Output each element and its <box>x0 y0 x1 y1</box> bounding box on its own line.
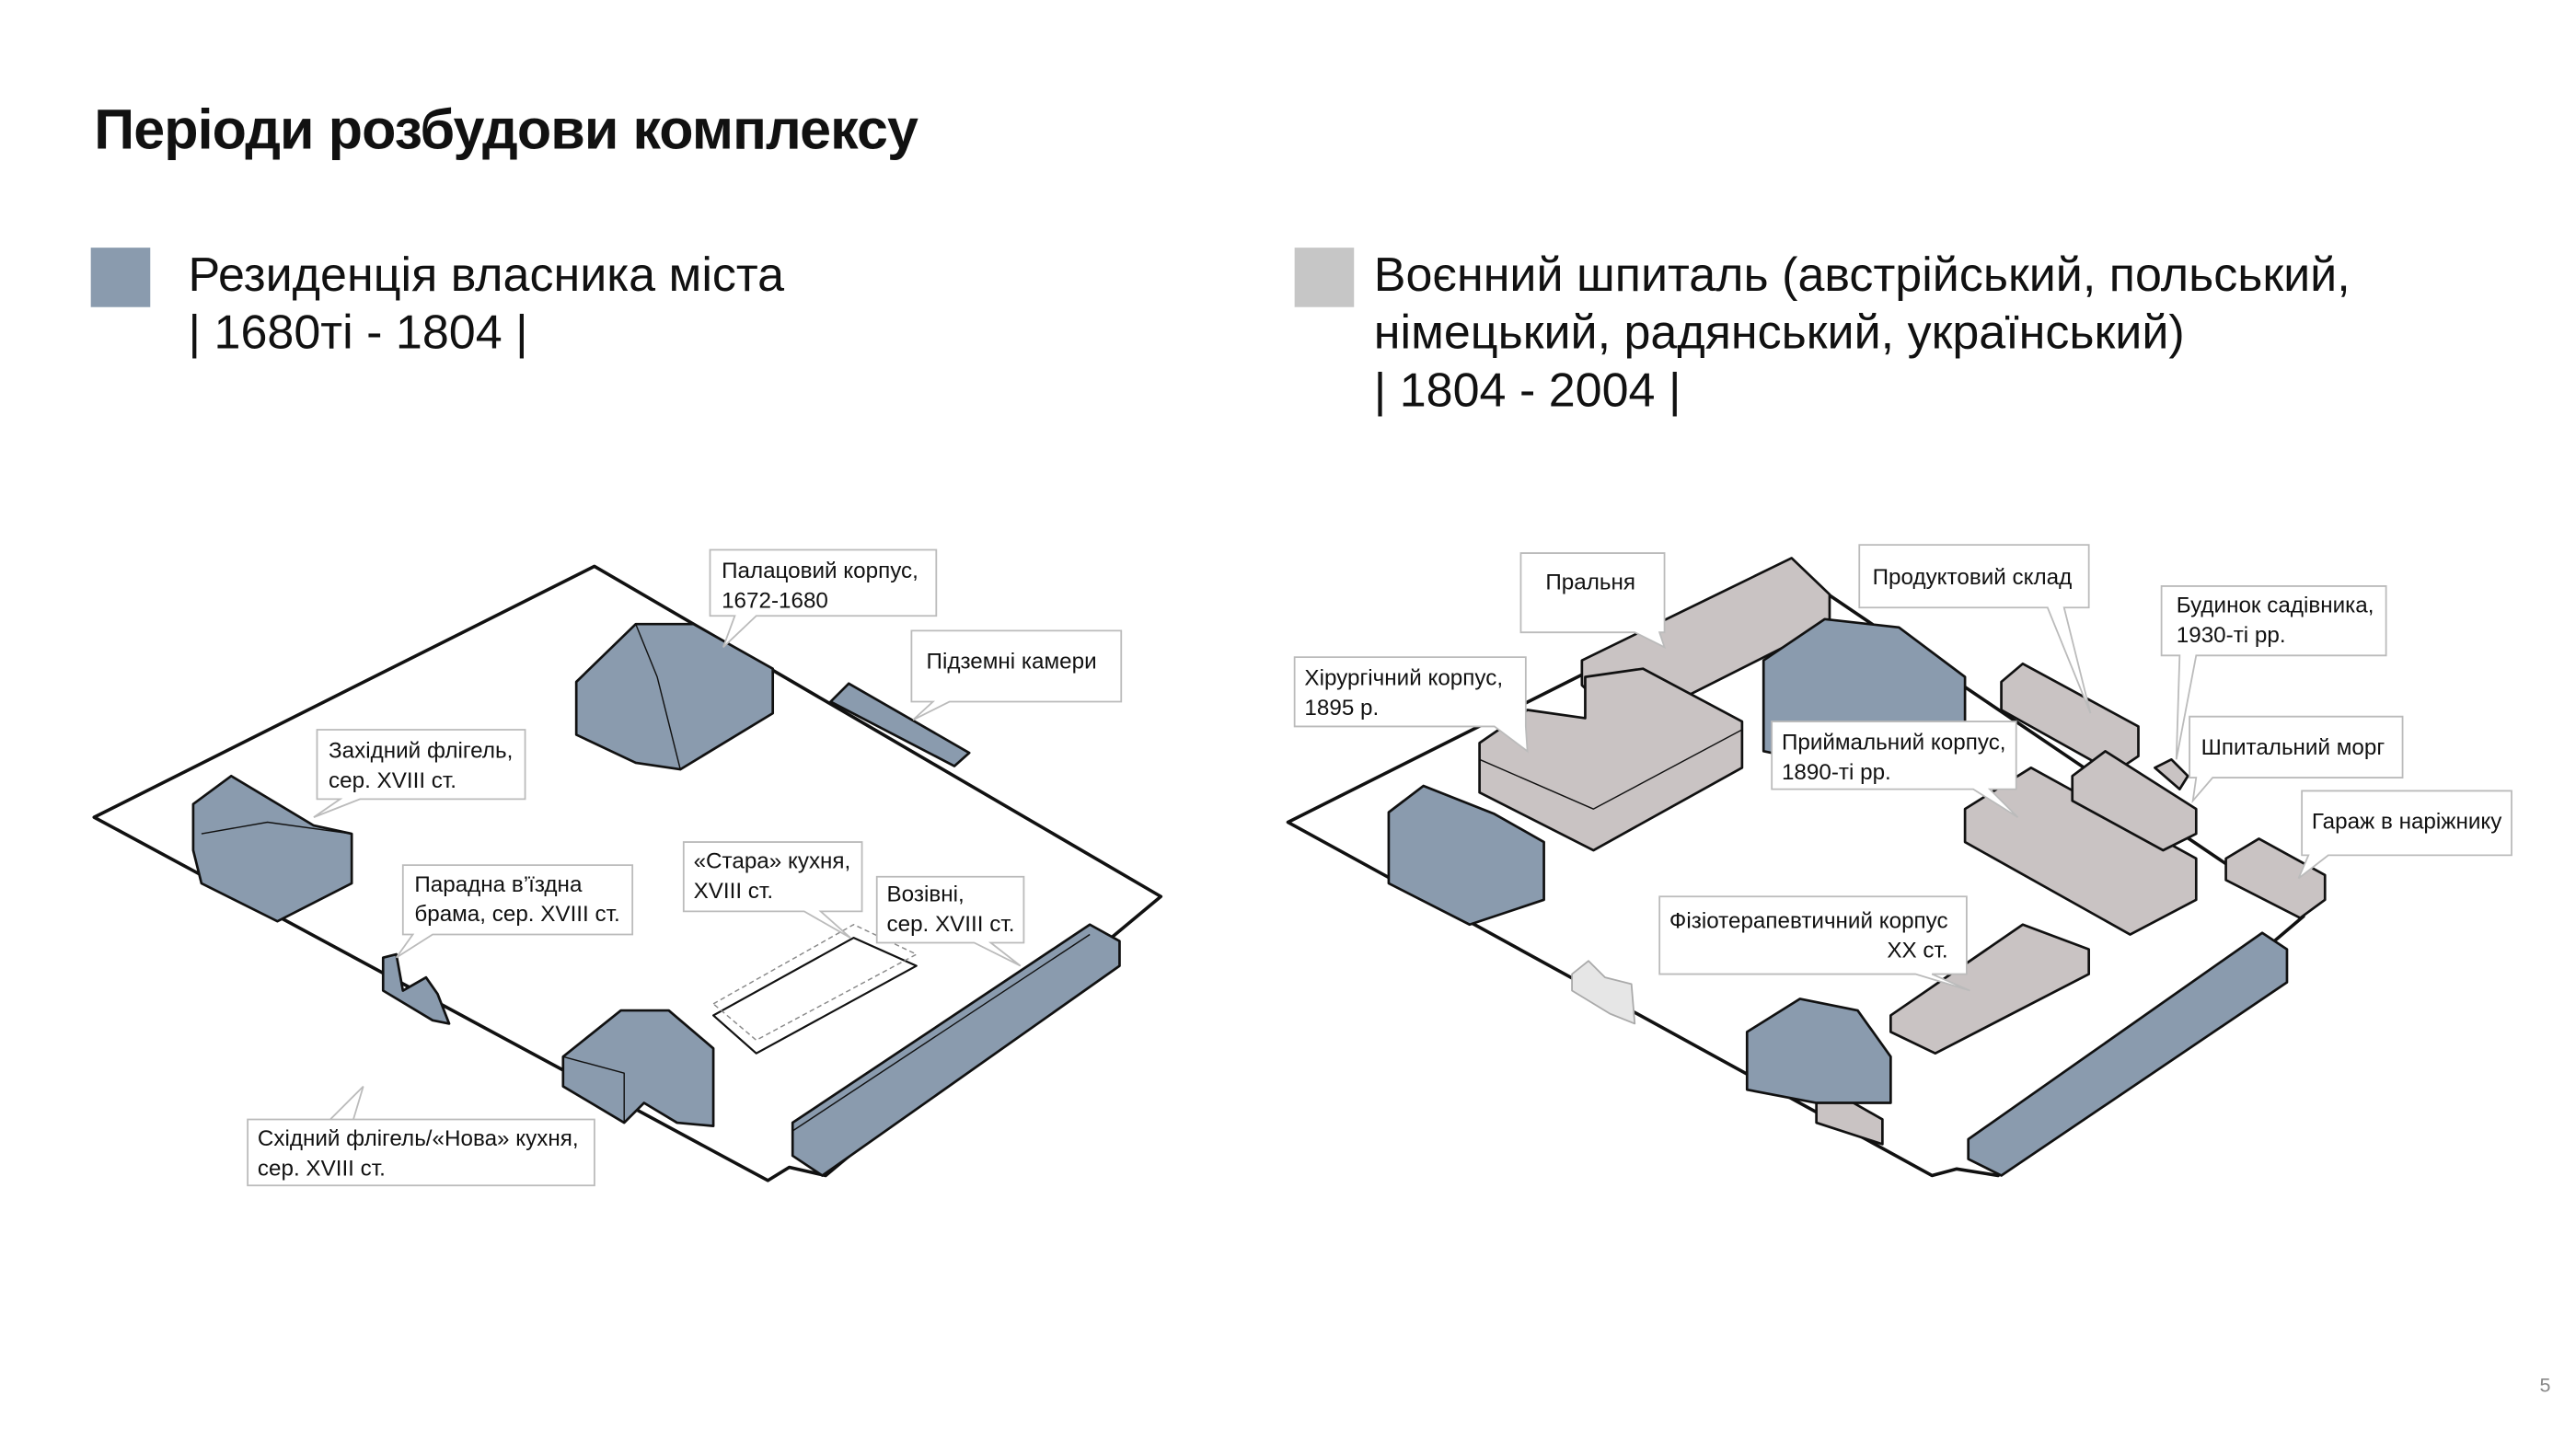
left-gate <box>381 952 451 1025</box>
label-line: 1930-ті рр. <box>2176 622 2286 648</box>
callout-box <box>1519 552 1667 650</box>
label-line: Фізіотерапевтичний корпус <box>1669 907 1948 933</box>
label-line: Продуктовий склад <box>1872 564 2073 590</box>
right-physiotherapy-building <box>1889 923 2091 1055</box>
label-line: Гараж в наріжнику <box>2311 809 2502 835</box>
label-line: 1672-1680 <box>722 587 828 613</box>
label-line: Шпитальний морг <box>2201 734 2385 760</box>
label-admission-building: Приймальний корпус, 1890-ті рр. <box>1782 728 2006 788</box>
legend-swatch-hospital <box>1294 248 1355 307</box>
label-laundry: Пральня <box>1545 568 1635 597</box>
callout-box <box>910 629 1123 721</box>
label-line: Пральня <box>1545 569 1635 594</box>
right-gate <box>1571 960 1636 1025</box>
left-palace-building <box>574 622 775 771</box>
label-line: брама, сер. XVIII ст. <box>414 901 620 927</box>
label-line: Палацовий корпус, <box>722 558 918 583</box>
left-site-outline <box>92 564 1163 1182</box>
callout-box <box>2189 715 2404 804</box>
label-line: Приймальний корпус, <box>1781 730 2006 755</box>
legend-swatch-residence <box>90 248 151 307</box>
left-east-wing <box>561 1009 715 1127</box>
right-morgue <box>2071 750 2198 852</box>
legend-residence-title: Резиденція власника міста <box>188 248 785 303</box>
callout-box <box>2297 790 2512 880</box>
page-number: 5 <box>2539 1373 2551 1397</box>
legend-residence: Резиденція власника міста | 1680ті - 180… <box>189 248 785 363</box>
legend-hospital: Воєнний шпиталь (австрійський, польський… <box>1374 248 2351 421</box>
label-gardener-house: Будинок садівника, 1930-ті рр. <box>2177 591 2374 651</box>
slide-title: Періоди розбудови комплексу <box>94 98 918 162</box>
label-line: Возівні, <box>886 882 965 907</box>
right-west-wing <box>1387 784 1545 927</box>
callout-box <box>682 841 863 939</box>
label-garage: Гараж в наріжнику <box>2312 807 2502 836</box>
right-garage <box>2224 837 2327 919</box>
right-surgical-building <box>1478 667 1744 852</box>
callout-box <box>2160 585 2387 760</box>
left-carriage-house <box>791 923 1121 1177</box>
label-line: Хірургічний корпус, <box>1304 665 1504 690</box>
label-line: сер. XVIII ст. <box>329 767 457 793</box>
callout-box <box>1771 721 2019 818</box>
label-east-wing: Східний флігель/«Нова» кухня, сер. XVIII … <box>258 1124 579 1184</box>
label-line: 1895 р. <box>1304 695 1380 721</box>
label-line: XVIII ст. <box>693 878 774 904</box>
label-line: Парадна в’їздна <box>414 871 583 897</box>
callout-box <box>247 1085 595 1187</box>
label-morgue: Шпитальний морг <box>2201 733 2385 763</box>
legend-residence-period: | 1680ті - 1804 | <box>188 306 528 361</box>
label-food-warehouse: Продуктовий склад <box>1873 563 2073 593</box>
label-line: XX ст. <box>1887 938 1948 963</box>
label-line: Східний флігель/«Нова» кухня, <box>257 1125 579 1151</box>
label-old-kitchen: «Стара» кухня, XVIII ст. <box>694 847 851 906</box>
label-physiotherapy: Фізіотерапевтичний корпус XX ст. <box>1669 906 1948 966</box>
callout-box <box>1293 656 1529 754</box>
callout-box <box>875 875 1025 967</box>
legend-hospital-period: | 1804 - 2004 | <box>1373 364 1681 418</box>
label-line: 1890-ті рр. <box>1781 759 1891 785</box>
label-line: Будинок садівника, <box>2176 593 2374 618</box>
right-food-warehouse <box>2000 662 2140 775</box>
label-palace: Палацовий корпус, 1672-1680 <box>722 557 918 617</box>
label-line: Західний флігель, <box>329 738 514 763</box>
label-underground-chambers: Підземні камери <box>927 647 1097 676</box>
label-line: сер. XVIII ст. <box>257 1155 386 1181</box>
callout-box <box>709 548 938 648</box>
left-old-kitchen <box>712 937 918 1055</box>
label-line: «Стара» кухня, <box>693 848 851 874</box>
label-west-wing: Західний флігель, сер. XVIII ст. <box>329 736 513 796</box>
left-underground-chambers <box>829 682 971 767</box>
legend-hospital-title-2: німецький, радянський, український) <box>1373 306 2185 361</box>
right-east-wing <box>1745 998 1892 1104</box>
right-carriage-house <box>1967 931 2289 1177</box>
label-line: Підземні камери <box>926 649 1097 675</box>
label-surgical-building: Хірургічний корпус, 1895 р. <box>1304 663 1503 723</box>
left-west-wing <box>191 774 353 923</box>
callout-box <box>1658 895 1970 992</box>
label-line: сер. XVIII ст. <box>886 911 1015 937</box>
callout-box <box>395 864 634 959</box>
label-gate: Парадна в’їздна брама, сер. XVIII ст. <box>414 871 619 930</box>
callout-box <box>313 729 526 818</box>
label-carriage-house: Возівні, сер. XVIII ст. <box>886 880 1014 940</box>
right-admission-building <box>1963 766 2198 936</box>
callout-box <box>1858 544 2092 714</box>
legend-hospital-title-1: Воєнний шпиталь (австрійський, польський… <box>1373 248 2351 303</box>
right-gardener-house <box>2154 757 2189 790</box>
